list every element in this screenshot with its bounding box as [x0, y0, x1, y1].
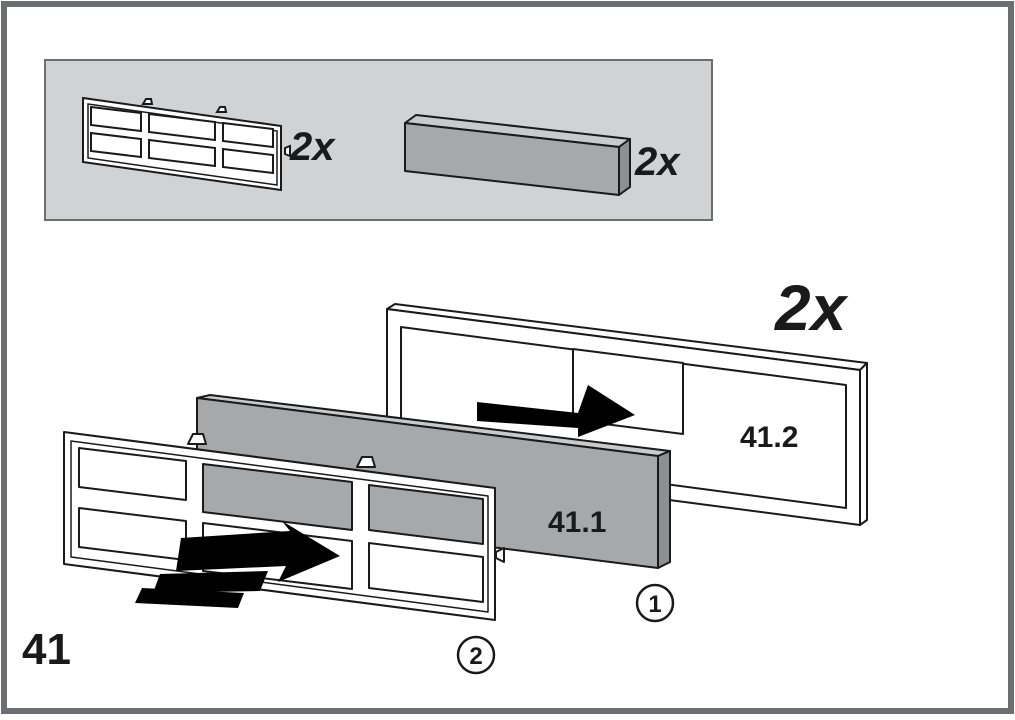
step-2-badge: 2 [456, 635, 496, 675]
insert-arrow-upper [477, 385, 635, 437]
step-1-badge: 1 [635, 583, 675, 623]
step-1-circle-icon [635, 583, 675, 623]
step-2-label: 2 [469, 643, 482, 670]
step-2-circle-icon [456, 635, 496, 675]
insert-arrow-lower [135, 521, 340, 608]
step-number-label: 41 [22, 625, 71, 674]
filter-part-label: 41.1 [548, 506, 606, 539]
parts-panel: 2x 2x [44, 59, 713, 221]
frame-part-label: 41.2 [740, 421, 798, 454]
main-quantity-label: 2x [774, 272, 849, 344]
assembly-diagram: 41.2 41.1 2x 41 [22, 272, 868, 675]
grille-quantity-label: 2x [289, 125, 336, 169]
small-grille-icon [82, 96, 291, 192]
step-1-label: 1 [648, 591, 661, 618]
small-filter-icon [404, 114, 631, 196]
filter-quantity-label: 2x [634, 140, 681, 184]
